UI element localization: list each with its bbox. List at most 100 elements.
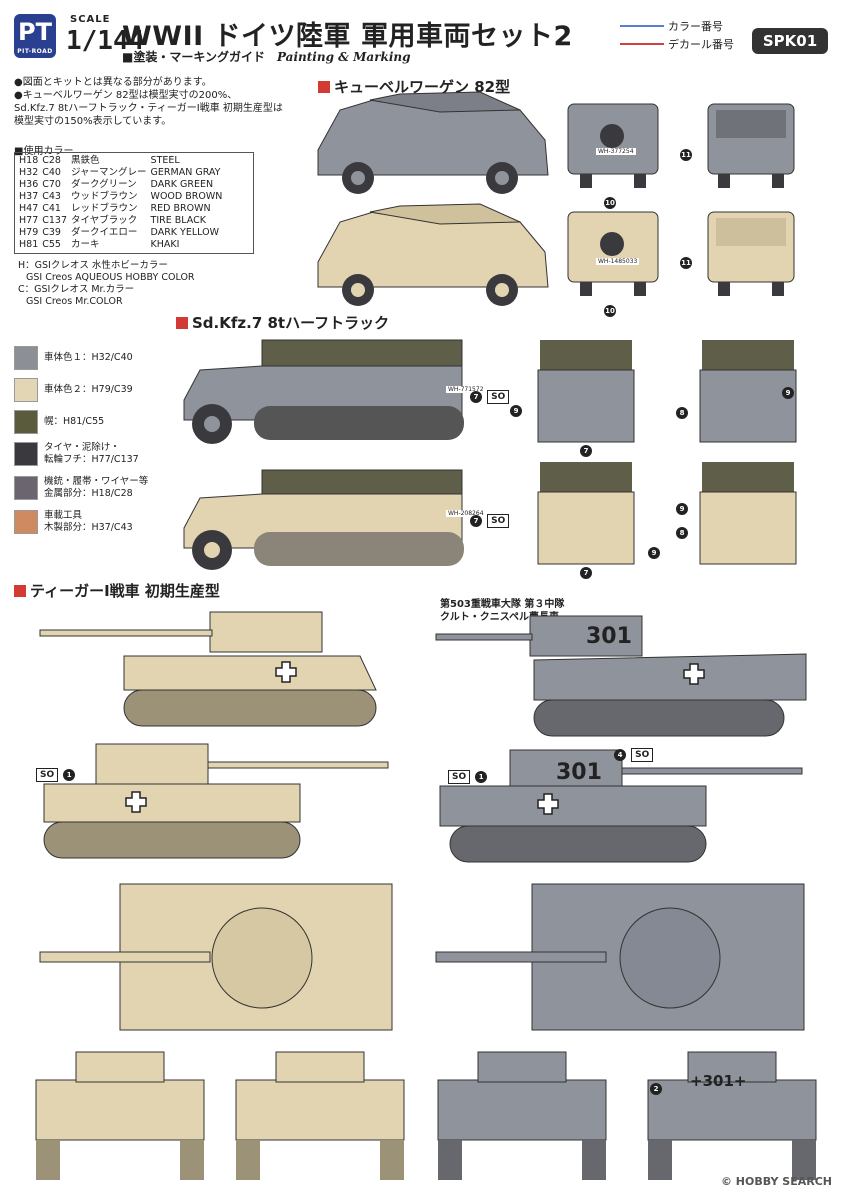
note-line: ●図面とキットとは異なる部分があります。 [14,77,212,88]
legend-decal-text: デカール番号 [668,38,734,51]
swatch-tools: 車載工具木製部分：H37/C43 [14,510,133,534]
paint-cell-en: TIRE BLACK [150,215,206,226]
sdkfz7-front-sand [537,462,635,565]
colors-heading: ■使用カラー [14,146,74,157]
paint-cell-c: C43 [42,191,61,202]
rear-number-gray: +301+ [690,1072,747,1090]
swatch-body-color-1: 車体色１：H32/C40 [14,346,133,370]
paint-cell-c: C28 [42,155,61,166]
watermark: © HOBBY SEARCH [720,1175,832,1188]
decal-callout-11-gray: 11 [680,149,692,161]
gsi-line: GSI Creos AQUEOUS HOBBY COLOR [26,272,195,283]
turret-number-gray-left: 301 [556,760,602,785]
tiger-rear-sand [235,1051,405,1180]
paint-cell-c: C55 [42,239,61,250]
paint-cell-c: C137 [42,215,68,226]
tiger-top-sand [39,883,393,1031]
decal-callout-9-rear: 9 [782,380,794,399]
plate-sd-sand: WH-208264 [446,510,486,517]
gsi-line: H：GSIクレオス 水性ホビーカラー [18,260,168,271]
sdkfz7-front-gray [537,340,635,443]
tiger-side-gray-left [439,749,803,863]
paint-cell-c: C40 [42,167,61,178]
kubelwagen-side-sand [317,203,549,306]
paint-cell-h: H81 [19,239,39,250]
sdkfz7-side-gray [183,339,464,444]
decal-callout-10-gray: 10 [604,197,616,209]
note-line: ●キューベルワーゲン 82型は模型実寸の200%、 [14,90,238,101]
legend-decal-line [620,43,664,45]
decal-callout-so-1-sand: SO 1 [36,762,76,782]
swatch-metal: 機銃・履帯・ワイヤー等金属部分：H18/C28 [14,476,148,500]
paint-cell-jp: レッドブラウン [71,203,138,214]
paint-cell-h: H77 [19,215,39,226]
paint-cell-jp: ジャーマングレー [71,167,147,178]
decal-callout-9-rear-sand: 9 [676,496,688,515]
sdkfz7-rear-gray [699,340,797,443]
paint-cell-en: KHAKI [150,239,180,250]
tiger-side-sand-right [39,611,377,727]
paint-cell-jp: 黒鉄色 [71,155,100,166]
kubelwagen-rear-gray [707,103,795,188]
paint-cell-h: H47 [19,203,39,214]
scale-label: SCALE [70,14,111,25]
paint-cell-h: H37 [19,191,39,202]
paint-cell-jp: ウッドブラウン [71,191,138,202]
paint-cell-en: WOOD BROWN [150,191,223,202]
gsi-notes: H：GSIクレオス 水性ホビーカラー GSI Creos AQUEOUS HOB… [18,260,195,308]
paint-cell-jp: ダークイエロー [71,227,138,238]
paint-cell-h: H36 [19,179,39,190]
plate-kubel-sand: WH-1485033 [596,258,640,265]
kubelwagen-front-sand [567,211,659,296]
plate-sd-gray: WH-771572 [446,386,486,393]
notes-block: ●図面とキットとは異なる部分があります。 ●キューベルワーゲン 82型は模型実寸… [14,76,304,128]
sdkfz7-rear-sand [699,462,797,565]
decal-callout-8-rear-sand: 8 [676,520,688,539]
sdkfz7-side-sand [183,469,464,570]
scale-value: 1/144 [66,26,145,56]
unit-caption: 第503重戦車大隊 第３中隊クルト・クニスペル曹長車 [440,599,565,623]
tiger-front-gray [437,1051,607,1180]
note-line: Sd.Kfz.7 8tハーフトラック・ティーガーⅠ戦車 初期生産型は [14,103,283,114]
swatch-body-color-2: 車体色２：H79/C39 [14,378,133,402]
section-title-kubelwagen: キューベルワーゲン 82型 [318,76,510,97]
tiger-top-gray [435,883,805,1031]
paint-cell-c: C39 [42,227,61,238]
page-title: WWII ドイツ陸軍 軍用車両セット2 [122,21,573,52]
kubelwagen-front-gray [567,103,659,188]
legend-color-text: カラー番号 [668,20,723,33]
decal-callout-11-sand: 11 [680,257,692,269]
decal-callout-2: 2 [650,1076,662,1095]
section-title-tiger: ティーガーⅠ戦車 初期生産型 [14,580,220,601]
plate-kubel-gray: WH-377254 [596,148,636,155]
paint-cell-en: STEEL [150,155,180,166]
decal-callout-7-front: 7 [580,438,592,457]
paint-cell-en: GERMAN GRAY [150,167,221,178]
product-code-badge: SPK01 [752,28,828,54]
paint-cell-en: DARK YELLOW [150,227,219,238]
note-line: 模型実寸の150%表示しています。 [14,116,172,127]
paint-cell-c: C70 [42,179,61,190]
decal-callout-8-rear: 8 [676,400,688,419]
paint-cell-h: H32 [19,167,39,178]
paint-cell-h: H18 [19,155,39,166]
decal-callout-7-gray: 7 SO [470,384,510,404]
paint-cell-jp: タイヤブラック [71,215,138,226]
balkenkreuz-icon [125,661,705,815]
kubelwagen-rear-sand [707,211,795,296]
paint-cell-h: H79 [19,227,39,238]
gsi-line: GSI Creos Mr.COLOR [26,296,123,307]
decal-callout-10-sand: 10 [604,305,616,317]
